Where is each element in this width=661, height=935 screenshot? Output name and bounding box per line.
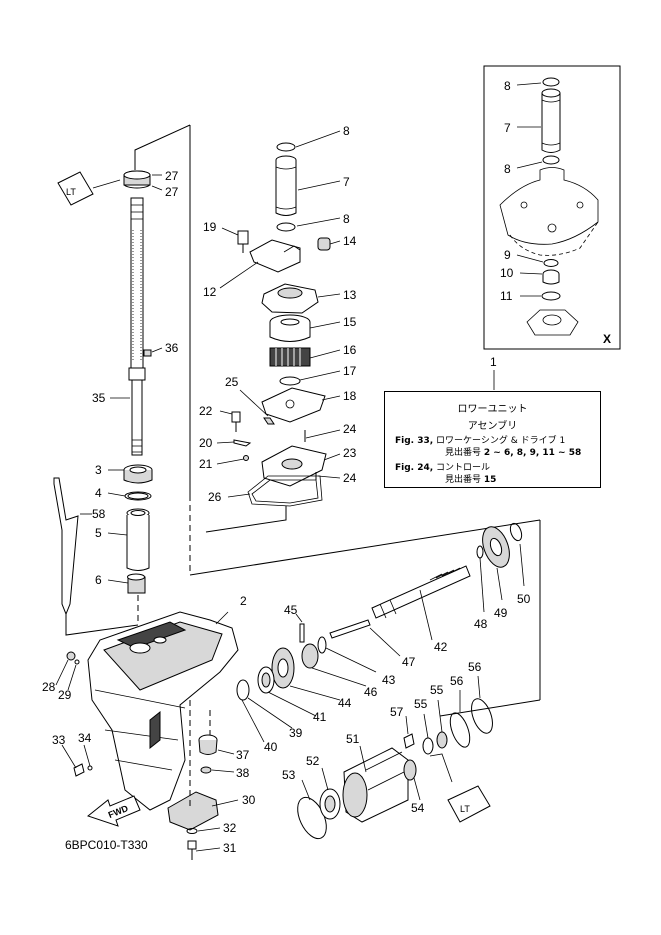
fig-24-items-label: 見出番号 xyxy=(445,475,482,485)
callout-26: 26 xyxy=(208,490,222,504)
callout-3: 3 xyxy=(95,463,102,477)
callout-52: 52 xyxy=(306,754,320,768)
reference-fig-33: Fig. 33, ロワーケーシング & ドライブ 1 見出番号 2 ~ 6, 8… xyxy=(385,435,600,459)
callout-56-right: 56 xyxy=(468,660,482,674)
callout-50: 50 xyxy=(517,592,531,606)
callout-53: 53 xyxy=(282,768,296,782)
prop-shaft-housing-group: LT xyxy=(297,675,493,840)
callout-5: 5 xyxy=(95,526,102,540)
callout-7: 7 xyxy=(343,175,350,189)
callout-8-top: 8 xyxy=(343,124,350,138)
callout-41: 41 xyxy=(313,710,327,724)
callout-28: 28 xyxy=(42,680,56,694)
callout-8-inset-top: 8 xyxy=(504,79,511,93)
fig-33-text: ロワーケーシング & ドライブ 1 xyxy=(436,436,566,446)
lower-casing xyxy=(55,611,239,860)
callout-47: 47 xyxy=(402,655,416,669)
inset-x xyxy=(483,65,621,350)
fig-24-label: Fig. 24, xyxy=(395,463,434,473)
callout-20: 20 xyxy=(199,436,213,450)
callout-2: 2 xyxy=(240,594,247,608)
fig-33-items-numbers: 2 ~ 6, 8, 9, 11 ~ 58 xyxy=(483,448,582,458)
callout-48: 48 xyxy=(474,617,488,631)
callout-4: 4 xyxy=(95,486,102,500)
callout-13: 13 xyxy=(343,288,357,302)
callout-7-inset: 7 xyxy=(504,121,511,135)
inset-label: X xyxy=(603,332,611,346)
assembly-reference-box: ロワーユニット アセンブリ Fig. 33, ロワーケーシング & ドライブ 1… xyxy=(384,391,601,488)
callout-8-mid: 8 xyxy=(343,212,350,226)
callout-38: 38 xyxy=(236,766,250,780)
callout-27-top: 27 xyxy=(165,169,179,183)
callout-6: 6 xyxy=(95,573,102,587)
fig-33-items-label: 見出番号 xyxy=(445,448,482,458)
callout-15: 15 xyxy=(343,315,357,329)
callout-16: 16 xyxy=(343,343,357,357)
callout-18: 18 xyxy=(343,389,357,403)
fig-33-items: 見出番号 2 ~ 6, 8, 9, 11 ~ 58 xyxy=(395,447,600,459)
callout-25: 25 xyxy=(225,375,239,389)
callout-17: 17 xyxy=(343,364,357,378)
callout-55-left: 55 xyxy=(414,697,428,711)
callout-54: 54 xyxy=(411,801,425,815)
callout-24-lower: 24 xyxy=(343,471,357,485)
figure-code: 6BPC010-T330 xyxy=(65,838,148,852)
fig-24-items-numbers: 15 xyxy=(483,475,497,485)
callout-40: 40 xyxy=(264,740,278,754)
callout-57: 57 xyxy=(390,705,404,719)
drive-shaft-group: LT xyxy=(57,124,541,625)
fig-33-label: Fig. 33, xyxy=(395,436,434,446)
callout-31: 31 xyxy=(223,841,237,855)
callout-32: 32 xyxy=(223,821,237,835)
lube-symbol-shaft: LT xyxy=(66,187,76,197)
callout-58: 58 xyxy=(92,507,106,521)
callout-35: 35 xyxy=(92,391,106,405)
callout-22: 22 xyxy=(199,404,213,418)
shift-rod xyxy=(53,477,139,636)
callout-49: 49 xyxy=(494,606,508,620)
callout-39: 39 xyxy=(289,726,303,740)
fwd-arrow: FWD xyxy=(86,795,141,827)
assembly-name-line1: ロワーユニット xyxy=(457,404,528,415)
callout-56-left: 56 xyxy=(450,674,464,688)
assembly-name-line2: アセンブリ xyxy=(467,421,518,432)
callout-19: 19 xyxy=(203,220,217,234)
callout-43: 43 xyxy=(382,673,396,687)
callout-11: 11 xyxy=(500,289,513,303)
callout-45: 45 xyxy=(284,603,298,617)
callout-44: 44 xyxy=(338,696,352,710)
callout-10: 10 xyxy=(500,266,514,280)
callout-1: 1 xyxy=(490,355,497,369)
callout-33: 33 xyxy=(52,733,66,747)
callout-27-bottom: 27 xyxy=(165,185,179,199)
fig-24-items: 見出番号 15 xyxy=(395,474,600,486)
callout-24-upper: 24 xyxy=(343,422,357,436)
callout-29: 29 xyxy=(58,688,72,702)
callout-12: 12 xyxy=(203,285,217,299)
lube-symbol-housing: LT xyxy=(460,804,470,814)
propeller-shaft-group xyxy=(236,520,541,743)
callout-30: 30 xyxy=(242,793,256,807)
fig-24-text: コントロール xyxy=(436,463,491,473)
water-pump-group xyxy=(205,130,341,533)
callout-55-right: 55 xyxy=(430,683,444,697)
callout-42: 42 xyxy=(434,640,448,654)
callout-8-inset-bottom: 8 xyxy=(504,162,511,176)
reference-fig-24: Fig. 24, コントロール 見出番号 15 xyxy=(385,462,600,486)
callout-51: 51 xyxy=(346,732,360,746)
callout-34: 34 xyxy=(78,731,92,745)
callout-36: 36 xyxy=(165,341,179,355)
callout-14: 14 xyxy=(343,234,357,248)
callout-37: 37 xyxy=(236,748,250,762)
callout-23: 23 xyxy=(343,446,357,460)
callout-46: 46 xyxy=(364,685,378,699)
callout-9: 9 xyxy=(504,248,511,262)
callout-21: 21 xyxy=(199,457,213,471)
